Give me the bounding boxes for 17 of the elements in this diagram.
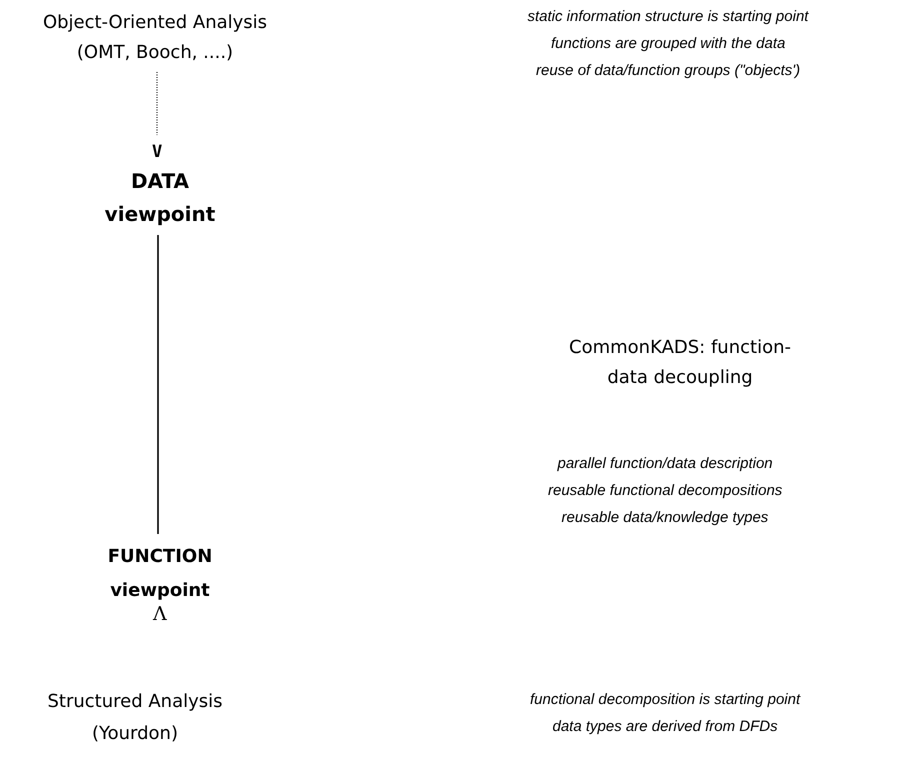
- viewpoint-heading: FUNCTION viewpoint: [106, 545, 214, 603]
- connector-line: [157, 235, 159, 534]
- method-label: Structured Analysis (Yourdon): [46, 690, 224, 746]
- note-text: functions are grouped with the data: [551, 35, 786, 52]
- arrow-glyph: Λ: [153, 603, 167, 625]
- arrow-glyph: V: [152, 142, 162, 162]
- method-label: Object-Oriented Analysis (OMT, Booch, ....): [42, 11, 268, 65]
- note-text: reusable data/knowledge types: [562, 509, 768, 526]
- note-text: reusable functional decompositions: [548, 482, 782, 499]
- viewpoint-heading: DATA viewpoint: [104, 168, 216, 228]
- note-text: functional decomposition is starting point: [530, 691, 800, 708]
- note-text: static information structure is starting point: [528, 8, 808, 25]
- note-text: parallel function/data description: [558, 455, 773, 472]
- note-text: reuse of data/function groups ("objects'): [536, 62, 800, 79]
- dotted-connector: [156, 72, 158, 136]
- method-label: CommonKADS: function-data decoupling: [568, 336, 792, 390]
- note-text: data types are derived from DFDs: [552, 718, 778, 735]
